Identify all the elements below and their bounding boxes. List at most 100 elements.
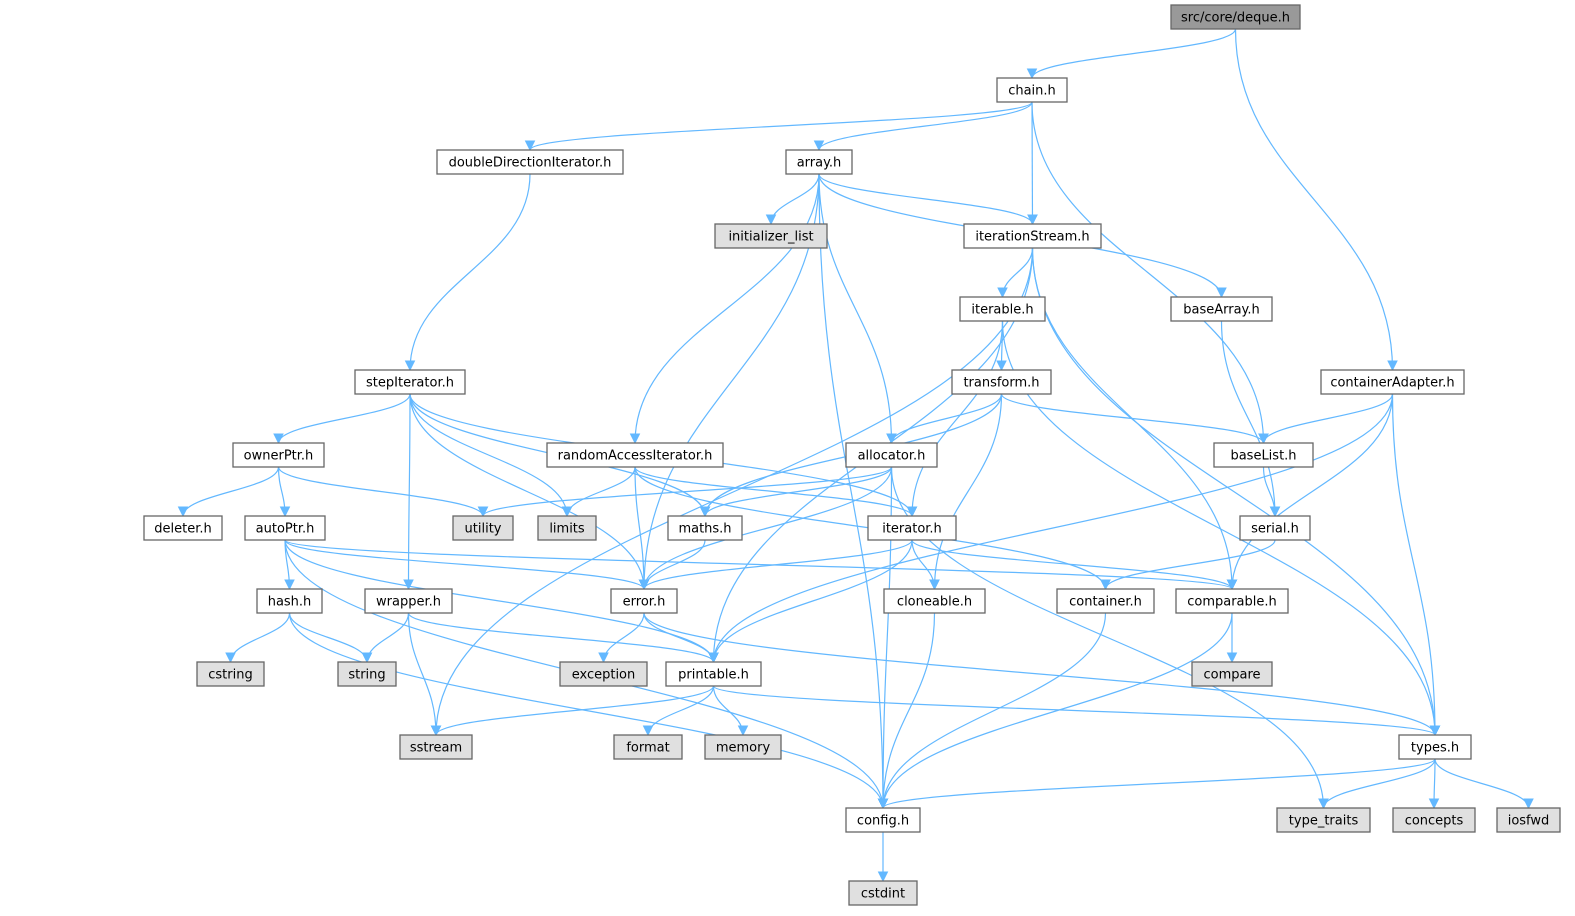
edge-deque-to-chain bbox=[1026, 28, 1237, 80]
edge-wrapper-to-sstream bbox=[407, 612, 442, 737]
node-box bbox=[845, 807, 921, 833]
node-box bbox=[1170, 296, 1273, 322]
node-chain[interactable]: chain.h bbox=[996, 77, 1068, 103]
node-label: baseList.h bbox=[1230, 449, 1296, 464]
edges-layer bbox=[177, 28, 1534, 883]
node-box bbox=[452, 515, 514, 541]
node-baseArray[interactable]: baseArray.h bbox=[1170, 296, 1273, 322]
node-allocator[interactable]: allocator.h bbox=[845, 442, 938, 468]
node-error[interactable]: error.h bbox=[610, 588, 678, 614]
edge-chain-to-baseList bbox=[1031, 101, 1269, 445]
node-box bbox=[667, 515, 743, 541]
node-box bbox=[785, 149, 853, 175]
node-label: iterationStream.h bbox=[975, 230, 1089, 245]
node-rai[interactable]: randomAccessIterator.h bbox=[546, 442, 724, 468]
edge-hash-to-config bbox=[288, 612, 889, 810]
edge-serial-to-container bbox=[1100, 539, 1276, 591]
edge-array-to-config bbox=[818, 173, 889, 810]
edge-containerAdapter-to-comparable bbox=[1226, 393, 1394, 591]
edge-ddi-to-stepIterator bbox=[404, 173, 531, 372]
node-box bbox=[610, 588, 678, 614]
edge-autoPtr-to-error bbox=[284, 539, 650, 591]
node-ownerPtr[interactable]: ownerPtr.h bbox=[232, 442, 325, 468]
node-label: utility bbox=[465, 522, 502, 537]
node-types[interactable]: types.h bbox=[1398, 734, 1472, 760]
node-box bbox=[963, 223, 1102, 249]
edge-ownerPtr-to-autoPtr bbox=[277, 466, 291, 518]
node-array[interactable]: array.h bbox=[785, 149, 853, 175]
edge-transform-to-allocator bbox=[886, 393, 1003, 445]
node-format: format bbox=[613, 734, 683, 760]
edge-rai-to-error bbox=[634, 466, 650, 591]
node-container[interactable]: container.h bbox=[1056, 588, 1155, 614]
node-containerAdapter[interactable]: containerAdapter.h bbox=[1320, 369, 1465, 395]
node-cloneable[interactable]: cloneable.h bbox=[883, 588, 986, 614]
node-box bbox=[848, 880, 918, 906]
edge-printable-to-sstream bbox=[430, 685, 715, 737]
edge-error-to-types bbox=[643, 612, 1441, 737]
edge-allocator-to-error bbox=[638, 466, 893, 591]
node-maths[interactable]: maths.h bbox=[667, 515, 743, 541]
node-cstdint: cstdint bbox=[848, 880, 918, 906]
edge-stepIterator-to-error bbox=[409, 393, 650, 591]
node-box bbox=[143, 515, 223, 541]
node-sstream: sstream bbox=[399, 734, 473, 760]
edge-rai-to-limits bbox=[561, 466, 636, 518]
node-label: exception bbox=[572, 668, 636, 683]
node-label: randomAccessIterator.h bbox=[558, 449, 713, 464]
node-label: transform.h bbox=[963, 376, 1039, 391]
node-stepIterator[interactable]: stepIterator.h bbox=[354, 369, 466, 395]
node-wrapper[interactable]: wrapper.h bbox=[364, 588, 453, 614]
node-box bbox=[883, 588, 986, 614]
edge-containerAdapter-to-types bbox=[1391, 393, 1441, 737]
node-transform[interactable]: transform.h bbox=[951, 369, 1052, 395]
node-initializer_list: initializer_list bbox=[714, 223, 828, 249]
node-config[interactable]: config.h bbox=[845, 807, 921, 833]
edge-transform-to-cloneable bbox=[929, 393, 1003, 591]
node-label: sstream bbox=[410, 741, 462, 756]
node-box bbox=[1276, 807, 1371, 833]
edge-container-to-config bbox=[877, 612, 1107, 810]
edge-error-to-printable bbox=[643, 612, 719, 664]
node-label: cstdint bbox=[861, 887, 905, 902]
edge-baseArray-to-serial bbox=[1220, 320, 1281, 518]
edge-stepIterator-to-ownerPtr bbox=[273, 393, 411, 445]
node-utility: utility bbox=[452, 515, 514, 541]
node-box bbox=[399, 734, 473, 760]
node-label: error.h bbox=[623, 595, 666, 610]
node-cstring: cstring bbox=[196, 661, 265, 687]
edge-wrapper-to-string bbox=[361, 612, 410, 664]
node-hash[interactable]: hash.h bbox=[256, 588, 323, 614]
node-box bbox=[196, 661, 265, 687]
edge-chain-to-iterationStream bbox=[1027, 101, 1038, 226]
node-iterable[interactable]: iterable.h bbox=[959, 296, 1046, 322]
node-box bbox=[354, 369, 466, 395]
node-label: memory bbox=[716, 741, 771, 756]
node-deque[interactable]: src/core/deque.h bbox=[1170, 4, 1301, 30]
node-comparable[interactable]: comparable.h bbox=[1175, 588, 1289, 614]
node-box bbox=[1056, 588, 1155, 614]
node-label: hash.h bbox=[268, 595, 312, 610]
node-box bbox=[1213, 442, 1314, 468]
node-ddi[interactable]: doubleDirectionIterator.h bbox=[436, 149, 624, 175]
node-iterationStream[interactable]: iterationStream.h bbox=[963, 223, 1102, 249]
node-label: allocator.h bbox=[858, 449, 926, 464]
node-label: string bbox=[348, 668, 385, 683]
node-autoPtr[interactable]: autoPtr.h bbox=[244, 515, 326, 541]
node-box bbox=[1175, 588, 1289, 614]
edge-types-to-config bbox=[877, 758, 1436, 810]
node-serial[interactable]: serial.h bbox=[1239, 515, 1311, 541]
node-baseList[interactable]: baseList.h bbox=[1213, 442, 1314, 468]
node-box bbox=[613, 734, 683, 760]
edge-iterationStream-to-types bbox=[1031, 247, 1441, 737]
edge-hash-to-string bbox=[288, 612, 373, 664]
node-iterator[interactable]: iterator.h bbox=[867, 515, 957, 541]
edge-iterationStream-to-sstream bbox=[430, 247, 1034, 737]
node-box bbox=[1170, 4, 1301, 30]
node-deleter[interactable]: deleter.h bbox=[143, 515, 223, 541]
node-label: baseArray.h bbox=[1183, 303, 1260, 318]
node-printable[interactable]: printable.h bbox=[665, 661, 762, 687]
edge-types-to-type_traits bbox=[1318, 758, 1436, 810]
node-label: iterable.h bbox=[971, 303, 1033, 318]
